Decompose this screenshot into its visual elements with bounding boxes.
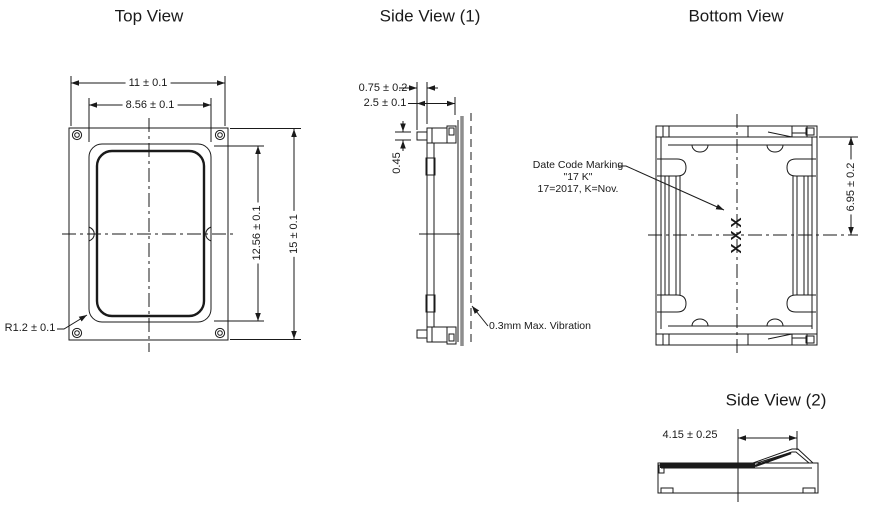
top-view-drawing: [57, 76, 301, 352]
side-view-2-drawing: [657, 429, 819, 502]
dim-label-depth: 2.5 ± 0.1: [363, 96, 407, 109]
dim-label-pin-thickness: 0.45: [390, 152, 403, 174]
radius-leader: [57, 314, 88, 330]
frame-profile: [426, 143, 435, 327]
mounting-holes: [71, 129, 226, 339]
bottom-view-title: Bottom View: [688, 6, 784, 26]
side-notch: [205, 226, 212, 242]
dim-label-contact-offset: 4.15 ± 0.25: [662, 428, 718, 441]
top-plate: [660, 463, 755, 468]
foot: [660, 487, 674, 494]
date-code-marking: XXX: [727, 214, 745, 254]
date-code-example: "17 K": [563, 171, 593, 184]
dim-ticks: [395, 131, 411, 141]
dim-label-inner-height: 12.56 ± 0.1: [250, 202, 264, 264]
side-view-2-title: Side View (2): [725, 390, 827, 410]
dim-label-outer-height: 15 ± 0.1: [287, 211, 301, 257]
top-view-title: Top View: [114, 6, 184, 26]
corner-ears: [657, 158, 816, 313]
frame-step: [425, 157, 436, 176]
diaphragm-surround-outline: [88, 143, 212, 323]
dim-label-pin-protrusion: 0.75 ± 0.2: [358, 81, 408, 94]
extension-lines: [230, 128, 301, 340]
foot: [802, 487, 816, 494]
date-code-leader: [618, 165, 725, 211]
dim-label-outer-width: 11 ± 0.1: [125, 76, 171, 90]
frame-step: [425, 294, 436, 313]
bottom-terminal: [416, 326, 457, 345]
dim-label-inner-width: 8.56 ± 0.1: [122, 98, 178, 112]
contact-wedge: [752, 448, 814, 468]
dim-label-corner-radius: R1.2 ± 0.1: [4, 321, 56, 334]
bottom-view-drawing: [618, 114, 858, 354]
side-view-1-title: Side View (1): [379, 6, 481, 26]
inner-walls: [660, 137, 813, 329]
date-code-label: Date Code Marking: [532, 159, 624, 172]
date-code-key: 17=2017, K=Nov.: [537, 183, 619, 196]
side-view-1-drawing: [395, 82, 489, 347]
vent-bumps: [691, 144, 784, 153]
dim-label-half-height: 6.95 ± 0.2: [844, 159, 858, 215]
extension-lines: [416, 82, 456, 130]
vent-bumps: [691, 318, 784, 327]
vibration-note: 0.3mm Max. Vibration: [489, 320, 591, 333]
top-terminal: [416, 125, 457, 144]
vibration-leader: [471, 305, 489, 327]
top-edge-band: [656, 126, 817, 138]
